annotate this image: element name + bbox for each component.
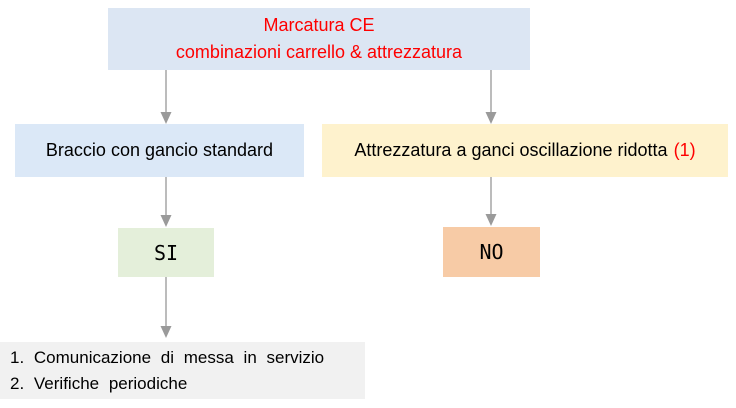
arrow-title-to-right-icon <box>485 70 497 124</box>
right-condition-box: Attrezzatura a ganci oscillazione ridott… <box>322 124 728 177</box>
right-condition-footnote-ref: (1) <box>673 140 696 160</box>
title-box: Marcatura CE combinazioni carrello & att… <box>108 8 530 70</box>
yes-label: SI <box>153 240 179 265</box>
no-box: NO <box>443 227 540 277</box>
arrow-yes-to-result-icon <box>160 277 172 338</box>
result-box: 1. Comunicazione di messa in servizio 2.… <box>0 342 365 399</box>
arrow-left-to-yes-icon <box>160 177 172 227</box>
arrow-title-to-left-icon <box>160 70 172 124</box>
title-line-2: combinazioni carrello & attrezzatura <box>175 42 463 62</box>
title-line-1: Marcatura CE <box>263 15 375 35</box>
result-line-2: 2. Verifiche periodiche <box>10 373 188 393</box>
arrow-right-to-no-icon <box>485 177 497 226</box>
yes-box: SI <box>118 228 214 277</box>
right-condition-label: Attrezzatura a ganci oscillazione ridott… <box>354 140 668 160</box>
left-condition-box: Braccio con gancio standard <box>15 124 304 177</box>
no-label: NO <box>479 240 504 264</box>
left-condition-label: Braccio con gancio standard <box>45 140 274 160</box>
result-line-1: 1. Comunicazione di messa in servizio <box>10 347 325 367</box>
